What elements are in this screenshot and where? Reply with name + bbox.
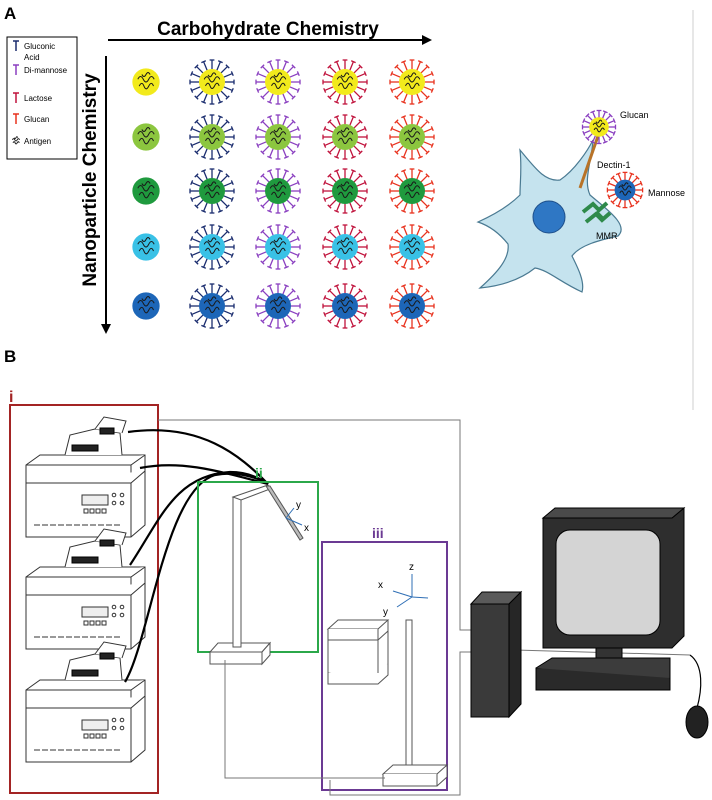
dendritic-cell-diagram: Glucan Dectin-1 Mannose MMR (476, 109, 685, 293)
y-axis-title: Nanoparticle Chemistry (80, 73, 101, 287)
syringe-pump (25, 641, 146, 763)
legend-item: Di-mannose (13, 64, 68, 75)
bare-nanoparticle (132, 123, 160, 151)
legend: GluconicAcidDi-mannoseLactoseGlucanAntig… (6, 36, 78, 160)
bare-nanoparticle (132, 68, 160, 96)
mmr-receptor (581, 201, 612, 224)
control-wiring (158, 419, 691, 796)
x-axis-title: Carbohydrate Chemistry (157, 19, 379, 40)
legend-item: Lactose (13, 92, 53, 103)
coated-nanoparticle (389, 224, 435, 270)
coated-nanoparticle (255, 59, 301, 105)
axis-iii-y-label: y (383, 607, 388, 618)
coated-nanoparticle (189, 114, 235, 160)
collector-stand-box (321, 541, 448, 791)
coated-nanoparticle (322, 59, 368, 105)
coated-nanoparticle (255, 283, 301, 329)
mouse (685, 705, 709, 739)
monitor-screen (555, 529, 661, 636)
legend-label: Di-mannose (24, 66, 68, 75)
tubing (124, 429, 269, 683)
axes-iii (392, 574, 429, 608)
glucan-label: Glucan (620, 110, 649, 120)
coated-nanoparticle (322, 168, 368, 214)
legend-label: Acid (24, 53, 40, 62)
computer (469, 506, 709, 739)
coated-nanoparticle (389, 59, 435, 105)
axis-iii-x-label: x (378, 580, 383, 591)
box-iii-label: iii (372, 525, 384, 541)
mannose-particle (606, 171, 644, 209)
axis-iii-z-label: z (409, 562, 414, 573)
axis-ii-x-label: x (304, 523, 309, 534)
coated-nanoparticle (255, 168, 301, 214)
syringe-pump-box (9, 404, 159, 794)
legend-label: Antigen (24, 137, 51, 146)
computer-tower (470, 603, 510, 718)
axes-ii (285, 507, 303, 526)
legend-item: Antigen (11, 136, 51, 146)
mannose-nanoparticle (606, 171, 644, 209)
legend-item: Glucan (13, 113, 49, 124)
box-i-label: i (9, 389, 13, 406)
syringe-pump (25, 528, 146, 650)
coated-nanoparticle (389, 283, 435, 329)
coated-nanoparticle (255, 224, 301, 270)
legend-label: Glucan (24, 115, 49, 124)
nanoparticle-grid (132, 59, 435, 329)
legend-label: Gluconic (24, 42, 55, 51)
coated-nanoparticle (322, 224, 368, 270)
bare-nanoparticle (132, 233, 160, 261)
coated-nanoparticle (189, 168, 235, 214)
mmr-label: MMR (596, 231, 618, 241)
dectin-1-label: Dectin-1 (597, 160, 631, 170)
coated-nanoparticle (255, 114, 301, 160)
bare-nanoparticle (132, 292, 160, 320)
syringe-pump (25, 416, 146, 538)
glucan-particle (581, 109, 617, 145)
box-ii-label: ii (255, 465, 263, 481)
coated-nanoparticle (189, 283, 235, 329)
antigen-swatch-icon (11, 136, 21, 145)
stand-iii (326, 619, 449, 787)
coated-nanoparticle (189, 224, 235, 270)
coated-nanoparticle (389, 114, 435, 160)
dectin-1-receptor (578, 135, 600, 189)
mannose-label: Mannose (648, 188, 685, 198)
legend-label: Lactose (24, 94, 53, 103)
bare-nanoparticle (132, 177, 160, 205)
axis-ii-y-label: y (296, 500, 301, 511)
panel-b-label: B (4, 347, 16, 366)
cell-nucleus (532, 200, 566, 234)
panel-a-label: A (4, 4, 16, 23)
coated-nanoparticle (322, 283, 368, 329)
syringe-pumps (25, 416, 146, 763)
coated-nanoparticle (389, 168, 435, 214)
stand-ii (208, 484, 304, 666)
coated-nanoparticle (189, 59, 235, 105)
glucan-nanoparticle (581, 109, 617, 145)
coated-nanoparticle (322, 114, 368, 160)
